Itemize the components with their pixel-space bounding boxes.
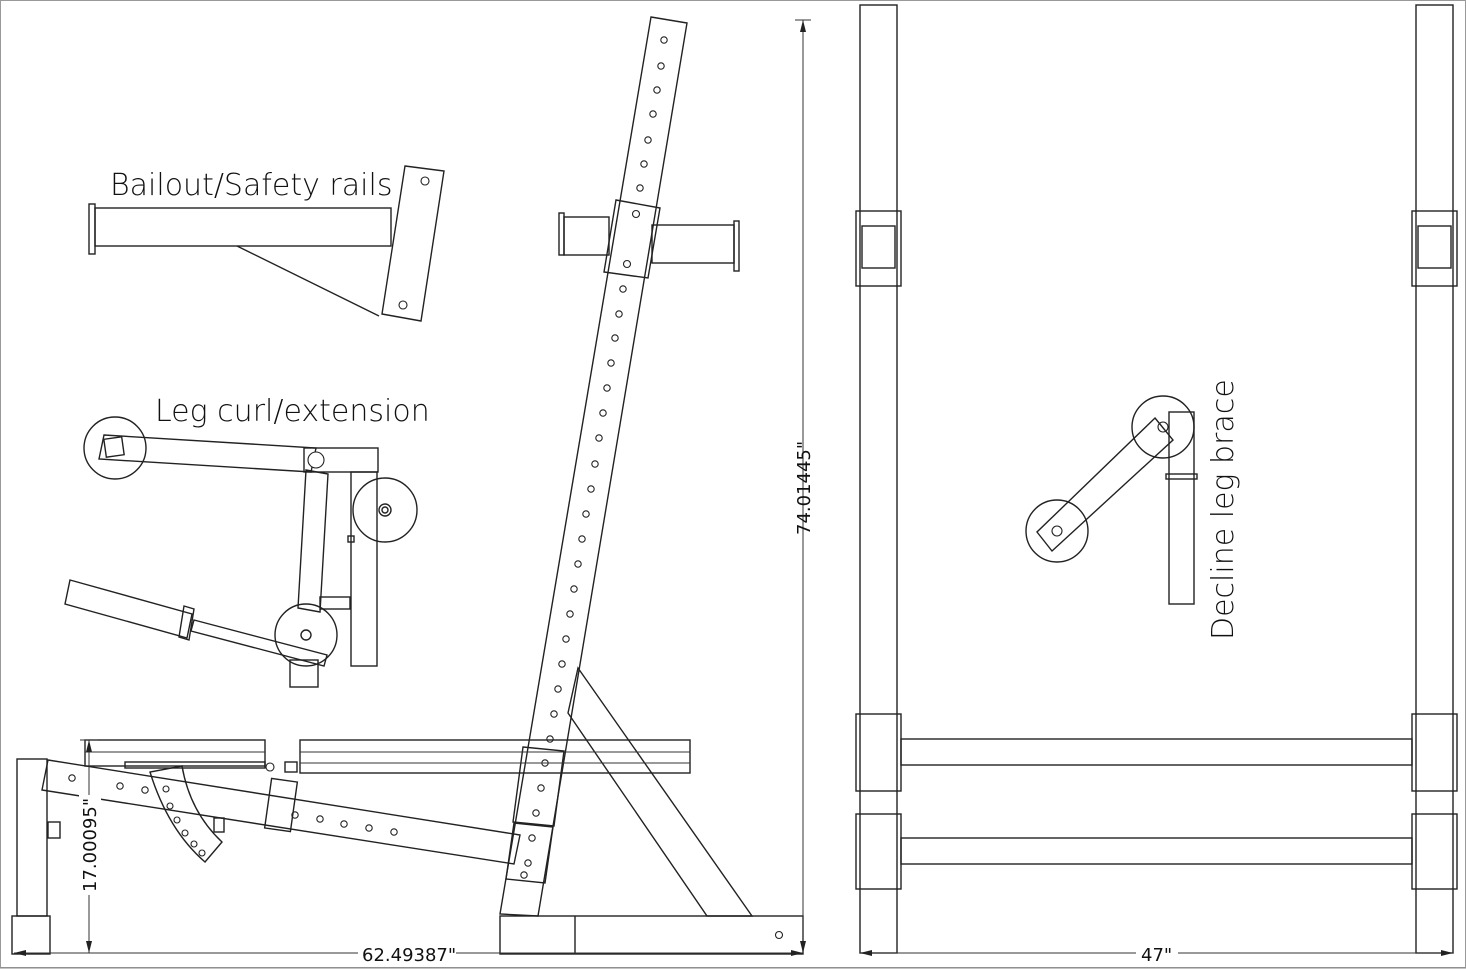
lower-arm bbox=[297, 469, 329, 613]
length-dim-bg bbox=[358, 944, 456, 964]
arm-bracket bbox=[319, 596, 351, 610]
base-foot bbox=[499, 915, 804, 955]
bailout-label: Bailout/Safety rails bbox=[110, 168, 392, 203]
side-view bbox=[11, 16, 804, 955]
leg-curl-drawing: Leg curl/extension bbox=[64, 394, 430, 688]
curl-tab bbox=[347, 535, 355, 543]
left-foot-joint bbox=[855, 813, 902, 890]
bench-dim-bg bbox=[79, 795, 101, 895]
lower-sleeve bbox=[512, 746, 565, 827]
front-foot bbox=[11, 915, 51, 955]
rail-end-stop bbox=[88, 203, 96, 255]
seat-bracket bbox=[124, 761, 266, 769]
rail-right-stub bbox=[651, 224, 735, 264]
rail-sleeve-plate bbox=[381, 165, 445, 322]
handle-bar bbox=[190, 619, 328, 667]
left-upright bbox=[859, 4, 898, 954]
arc-holes bbox=[162, 785, 206, 857]
dimension-lines: 74.01445" 62.49387" 17.00095" bbox=[14, 19, 815, 966]
right-joint bbox=[1411, 713, 1458, 792]
front-knob bbox=[47, 821, 61, 839]
arrow-icon bbox=[860, 950, 872, 956]
arrow-icon bbox=[14, 950, 26, 956]
leg-curl-label: Leg curl/extension bbox=[155, 394, 430, 429]
weight-plate bbox=[352, 477, 418, 543]
pivot-housing bbox=[303, 447, 379, 473]
arrow-icon bbox=[791, 950, 803, 956]
upper-crossbar bbox=[900, 738, 1413, 766]
top-pad bbox=[83, 416, 147, 480]
brace-lower-hub bbox=[1051, 525, 1063, 537]
weight-horn bbox=[378, 503, 392, 517]
curl-upright bbox=[350, 471, 378, 667]
brace-arm bbox=[1036, 416, 1174, 553]
rail-gusset bbox=[236, 245, 380, 317]
width-dim-bg bbox=[1136, 944, 1178, 964]
brace-lower-pad bbox=[1025, 499, 1089, 563]
arrow-icon bbox=[800, 20, 806, 32]
upright-sleeve bbox=[603, 199, 661, 279]
diagonal-brace bbox=[567, 666, 754, 917]
pivot-pin bbox=[307, 451, 325, 469]
rail-hole bbox=[398, 300, 408, 310]
sleeve-hole bbox=[631, 209, 641, 219]
adjust-arc bbox=[149, 765, 223, 863]
right-upright bbox=[1415, 4, 1454, 954]
left-joint bbox=[855, 713, 902, 792]
base-hole bbox=[774, 930, 784, 940]
hinge bbox=[284, 761, 298, 773]
length-dim-text: 62.49387" bbox=[362, 945, 456, 966]
brace-upper-pad bbox=[1131, 395, 1195, 459]
arrow-icon bbox=[86, 740, 92, 752]
decline-label: Decline leg brace bbox=[1206, 379, 1241, 640]
pad-hub bbox=[103, 436, 125, 458]
lower-crossbar bbox=[900, 837, 1413, 865]
front-leg bbox=[16, 758, 48, 917]
arrow-icon bbox=[800, 941, 806, 953]
front-view: Decline leg brace 47" bbox=[855, 4, 1458, 966]
lower-pad bbox=[274, 603, 338, 667]
brace-collar bbox=[1165, 473, 1198, 480]
foot-post bbox=[289, 659, 319, 688]
weight-horn-inner bbox=[381, 506, 389, 514]
seat-pin bbox=[265, 762, 275, 772]
rail-right-cap bbox=[733, 220, 740, 272]
right-foot-joint bbox=[1411, 813, 1458, 890]
right-sleeve bbox=[1411, 210, 1458, 287]
bench-frame bbox=[41, 759, 521, 865]
arrow-icon bbox=[86, 941, 92, 953]
left-sleeve bbox=[855, 210, 902, 287]
handle-grip bbox=[64, 579, 193, 639]
bench-pad bbox=[299, 739, 691, 774]
height-dim-text: 74.01445" bbox=[794, 441, 815, 535]
width-dim-text: 47" bbox=[1141, 945, 1172, 966]
rail-left-stub bbox=[563, 216, 610, 256]
upright-holes bbox=[546, 36, 668, 743]
rail-left-cap bbox=[558, 212, 565, 256]
lower-sleeve-2 bbox=[505, 822, 554, 884]
right-sleeve-window bbox=[1417, 225, 1452, 269]
handle-collar bbox=[178, 605, 195, 641]
frame-sleeve bbox=[263, 777, 299, 833]
lower-pad-hub bbox=[300, 629, 312, 641]
sleeve-hole bbox=[622, 259, 632, 269]
rail-tube bbox=[94, 207, 392, 247]
pop-pin bbox=[213, 817, 225, 833]
left-sleeve-window bbox=[861, 225, 896, 269]
brace-post bbox=[1168, 411, 1195, 605]
bailout-rail-drawing: Bailout/Safety rails bbox=[88, 165, 445, 322]
arrow-icon bbox=[1441, 950, 1453, 956]
seat-pad bbox=[84, 739, 266, 767]
bench-height-text: 17.00095" bbox=[80, 798, 101, 892]
rail-hole bbox=[420, 176, 430, 186]
upper-arm bbox=[98, 434, 317, 473]
